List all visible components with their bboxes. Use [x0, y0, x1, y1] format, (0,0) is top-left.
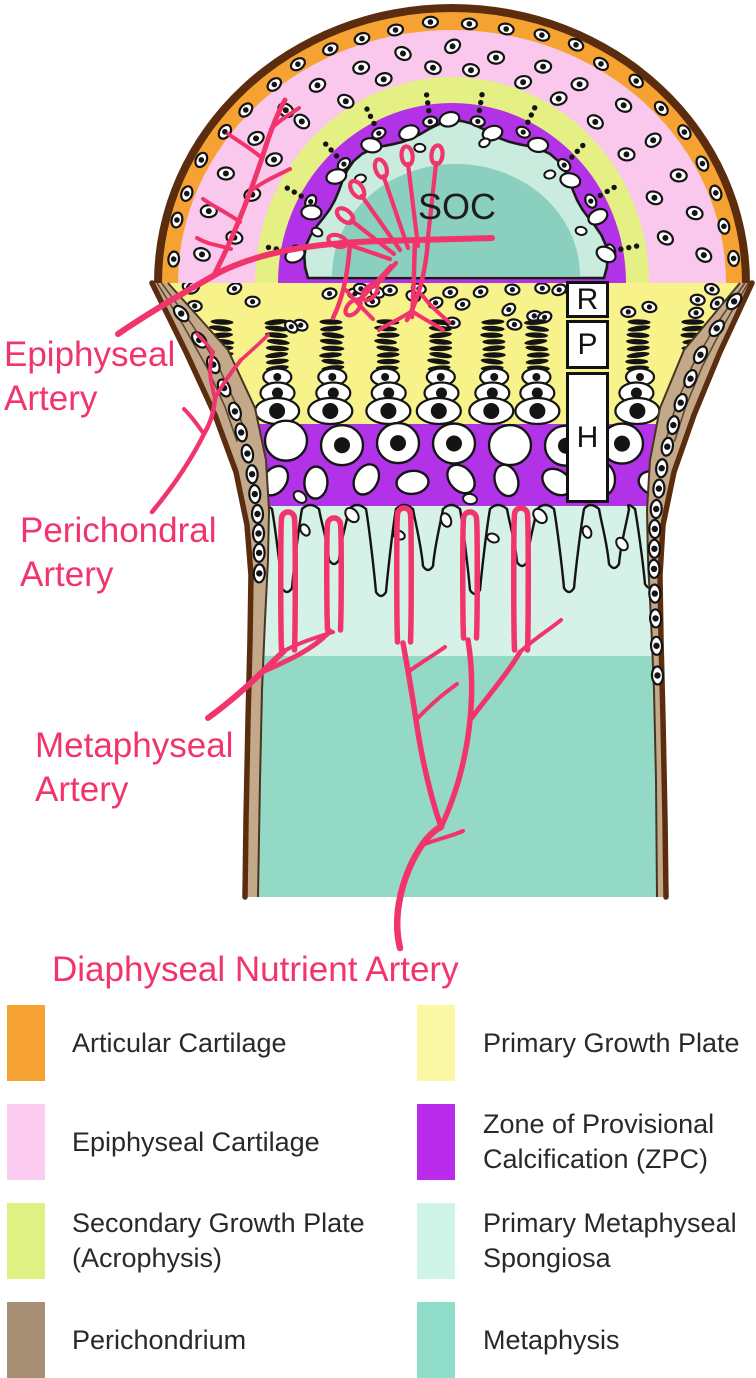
- legend-item-metaphysis: Metaphysis: [417, 1302, 620, 1378]
- legend-swatch-spongiosa: [417, 1203, 455, 1279]
- legend-item-epiphyseal-cartilage: Epiphyseal Cartilage: [7, 1104, 320, 1180]
- legend-swatch-epiphyseal-cartilage: [7, 1104, 45, 1180]
- label-metaphyseal-artery: Metaphyseal Artery: [35, 724, 233, 812]
- legend-label: Metaphysis: [483, 1324, 620, 1355]
- legend-label: Secondary Growth Plate: [72, 1208, 365, 1238]
- legend-label: Epiphyseal Cartilage: [72, 1126, 320, 1157]
- zone-box-resting: R: [566, 281, 609, 318]
- legend-label: Primary Growth Plate: [483, 1027, 740, 1058]
- label-diaphyseal-nutrient-artery: Diaphyseal Nutrient Artery: [52, 948, 459, 992]
- legend-label: Articular Cartilage: [72, 1027, 287, 1058]
- label-soc: SOC: [417, 186, 496, 227]
- label-line: Perichondral: [20, 511, 217, 550]
- label-line: Artery: [35, 770, 129, 809]
- label-line: Metaphyseal: [35, 726, 234, 765]
- label-perichondral-artery: Perichondral Artery: [20, 509, 217, 597]
- legend-swatch-zpc: [417, 1104, 455, 1180]
- legend-item-primary-growth-plate: Primary Growth Plate: [417, 1005, 740, 1081]
- label-line: Artery: [4, 379, 98, 418]
- legend-label: Spongiosa: [483, 1243, 611, 1273]
- legend-swatch-secondary-growth-plate: [7, 1203, 45, 1279]
- zone-box-proliferative: P: [566, 320, 609, 369]
- legend-item-secondary-growth-plate: Secondary Growth Plate (Acrophysis): [7, 1203, 365, 1279]
- legend-label: (Acrophysis): [72, 1243, 223, 1273]
- legend-label: Zone of Provisional: [483, 1109, 715, 1139]
- bone-diagram: [115, 4, 755, 952]
- label-epiphyseal-artery: Epiphyseal Artery: [4, 333, 175, 421]
- legend-label: Perichondrium: [72, 1324, 247, 1355]
- legend-swatch-perichondrium: [7, 1302, 45, 1378]
- legend-item-perichondrium: Perichondrium: [7, 1302, 246, 1378]
- label-line: Diaphyseal Nutrient Artery: [52, 950, 459, 989]
- legend-swatch-articular-cartilage: [7, 1005, 45, 1081]
- zone-box-hypertrophic: H: [566, 372, 609, 503]
- legend-swatch-primary-growth-plate: [417, 1005, 455, 1081]
- legend-label: Calcification (ZPC): [483, 1144, 709, 1174]
- legend-item-articular-cartilage: Articular Cartilage: [7, 1005, 287, 1081]
- label-line: Epiphyseal: [4, 335, 176, 374]
- legend-label: Primary Metaphyseal: [483, 1208, 737, 1238]
- label-line: Artery: [20, 555, 114, 594]
- legend-swatch-metaphysis: [417, 1302, 455, 1378]
